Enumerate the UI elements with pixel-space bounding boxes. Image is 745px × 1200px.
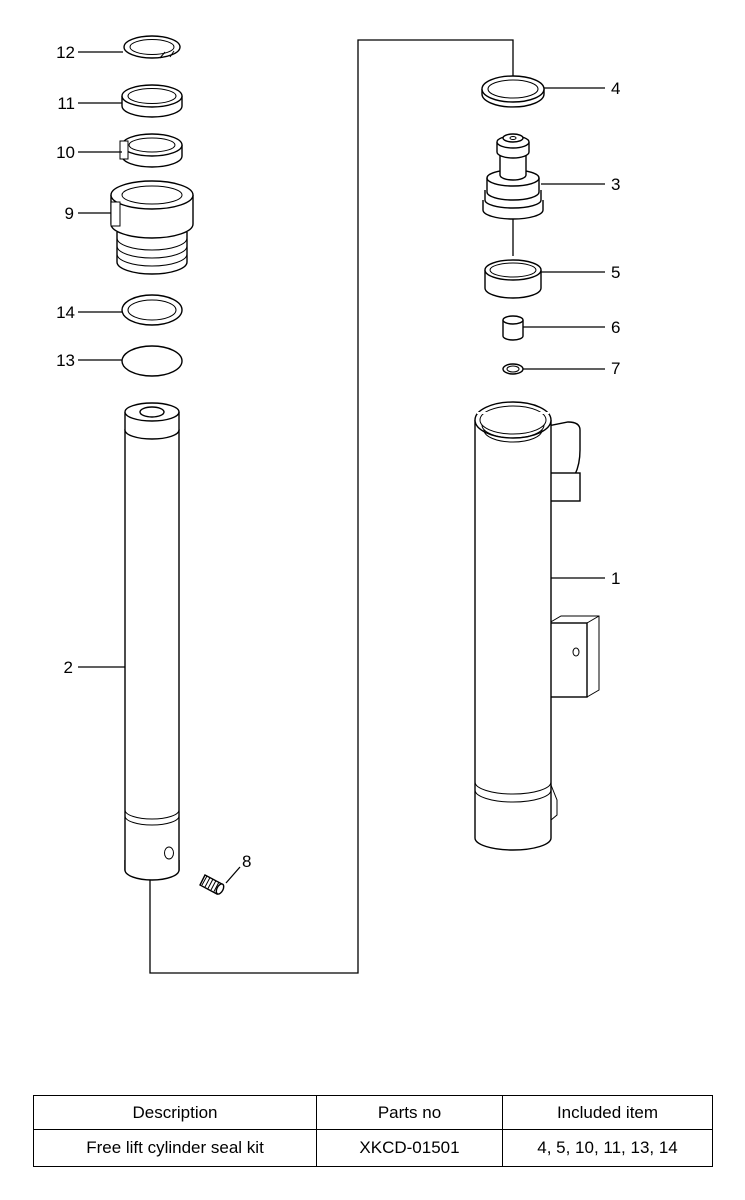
header-parts-no: Parts no <box>316 1095 503 1130</box>
exploded-parts-diagram: 12 11 10 9 14 13 2 8 4 3 5 6 7 1 <box>56 35 620 974</box>
callout-4: 4 <box>611 79 620 98</box>
part-4-wear-ring <box>481 75 545 108</box>
part-5-seal <box>484 259 542 299</box>
callout-8: 8 <box>242 852 251 871</box>
seal-kit-table: Description Parts no Included item Free … <box>33 1095 713 1167</box>
callout-10: 10 <box>56 143 75 162</box>
callout-6: 6 <box>611 318 620 337</box>
cell-parts-no: XKCD-01501 <box>316 1129 503 1167</box>
part-8-set-screw <box>199 874 225 895</box>
assembly-connector-line <box>149 39 514 974</box>
header-description: Description <box>33 1095 317 1130</box>
callout-1: 1 <box>611 569 620 588</box>
callout-11: 11 <box>57 94 75 113</box>
part-3-piston <box>482 133 544 220</box>
callout-9: 9 <box>65 204 74 223</box>
part-2-rod <box>124 402 180 881</box>
cell-description: Free lift cylinder seal kit <box>33 1129 317 1167</box>
callout-5: 5 <box>611 263 620 282</box>
table-row: Free lift cylinder seal kit XKCD-01501 4… <box>33 1129 713 1167</box>
part-10-backup-ring <box>119 133 183 168</box>
part-1-cylinder-tube <box>474 401 600 851</box>
callout-14: 14 <box>56 303 75 322</box>
cell-included-item: 4, 5, 10, 11, 13, 14 <box>502 1129 713 1167</box>
part-6-pin <box>502 315 524 341</box>
callout-7: 7 <box>611 359 620 378</box>
leader-8 <box>225 866 241 884</box>
part-13-o-ring <box>121 345 183 377</box>
part-9-gland <box>110 180 194 275</box>
part-7-o-ring <box>502 363 524 375</box>
callout-12: 12 <box>56 43 75 62</box>
callout-2: 2 <box>64 658 73 677</box>
part-12-snap-ring <box>123 35 181 59</box>
callout-3: 3 <box>611 175 620 194</box>
part-14-wiper-ring <box>121 294 183 326</box>
table-header-row: Description Parts no Included item <box>33 1095 713 1130</box>
header-included-item: Included item <box>502 1095 713 1130</box>
part-11-seal <box>121 84 183 118</box>
callout-13: 13 <box>56 351 75 370</box>
